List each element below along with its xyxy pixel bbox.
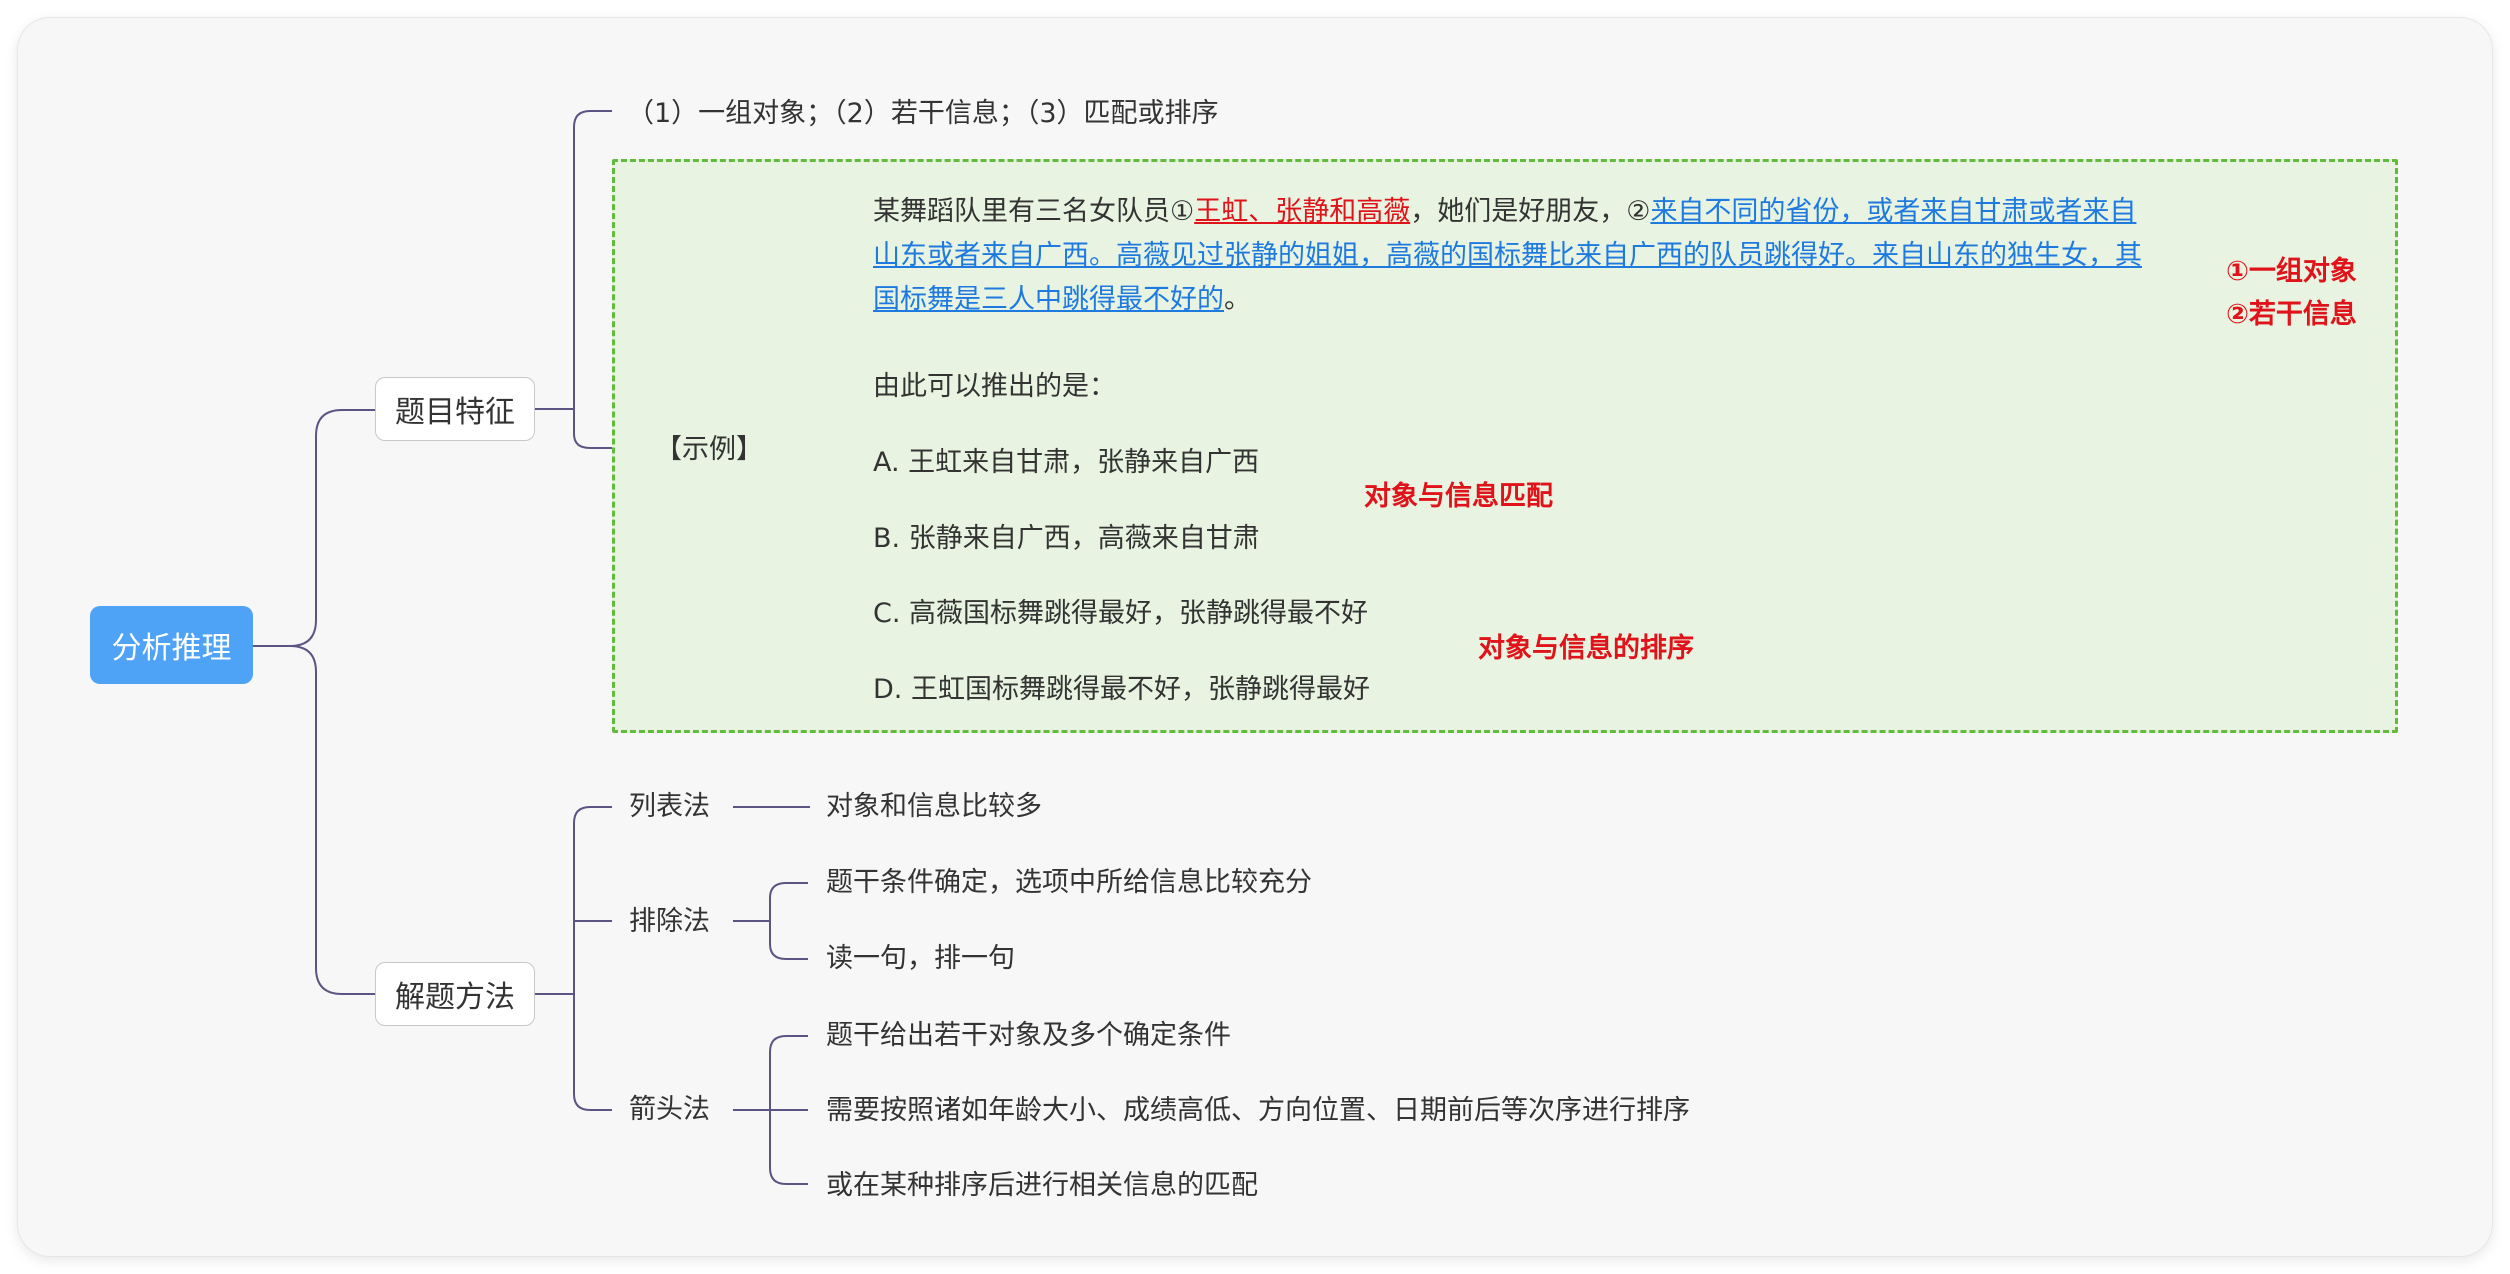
- branch-methods-label: 解题方法: [395, 980, 515, 1015]
- branch-features-label: 题目特征: [395, 395, 515, 430]
- method-arrow-item-3: 或在某种排序后进行相关信息的匹配: [826, 1170, 1258, 1201]
- root-node[interactable]: 分析推理: [90, 606, 253, 684]
- para-objects: 王虹、张静和高薇: [1194, 196, 1411, 227]
- note-info: ②若干信息: [2226, 299, 2357, 330]
- method-list: 列表法: [629, 791, 710, 822]
- features-summary: （1）一组对象；（2）若干信息；（3）匹配或排序: [627, 98, 1219, 129]
- note-order: 对象与信息的排序: [1478, 633, 1694, 664]
- example-label: 【示例】: [655, 434, 763, 465]
- method-list-item-1: 对象和信息比较多: [826, 791, 1042, 822]
- method-arrow-item-1: 题干给出若干对象及多个确定条件: [826, 1020, 1231, 1051]
- branch-methods[interactable]: 解题方法: [375, 962, 535, 1026]
- branch-features[interactable]: 题目特征: [375, 377, 535, 441]
- para-lead: 某舞蹈队里有三名女队员①: [873, 196, 1195, 227]
- option-b: B. 张静来自广西，高薇来自甘肃: [873, 523, 1260, 554]
- option-c: C. 高薇国标舞跳得最好，张静跳得最不好: [873, 598, 1369, 629]
- method-arrow-item-2: 需要按照诸如年龄大小、成绩高低、方向位置、日期前后等次序进行排序: [826, 1095, 1690, 1126]
- para-end: 。: [1224, 284, 1251, 315]
- method-exclude-item-2: 读一句，排一句: [826, 943, 1015, 974]
- method-exclude: 排除法: [629, 906, 710, 937]
- method-arrow: 箭头法: [629, 1094, 710, 1125]
- example-box: [612, 159, 2398, 733]
- example-paragraph: 某舞蹈队里有三名女队员①王虹、张静和高薇，她们是好朋友，②来自不同的省份，或者来…: [873, 190, 2153, 322]
- note-objects: ①一组对象: [2226, 256, 2357, 287]
- para-info: 来自不同的省份，或者来自甘肃或者来自山东或者来自广西。高薇见过张静的姐姐，高薇的…: [873, 196, 2142, 315]
- option-d: D. 王虹国标舞跳得最不好，张静跳得最好: [873, 674, 1370, 705]
- option-a: A. 王虹来自甘肃，张静来自广西: [873, 447, 1260, 478]
- root-label: 分析推理: [111, 631, 232, 666]
- method-exclude-item-1: 题干条件确定，选项中所给信息比较充分: [826, 867, 1312, 898]
- note-match: 对象与信息匹配: [1364, 481, 1553, 512]
- para-mid: ，她们是好朋友，②: [1410, 196, 1651, 227]
- example-question: 由此可以推出的是：: [873, 371, 1116, 402]
